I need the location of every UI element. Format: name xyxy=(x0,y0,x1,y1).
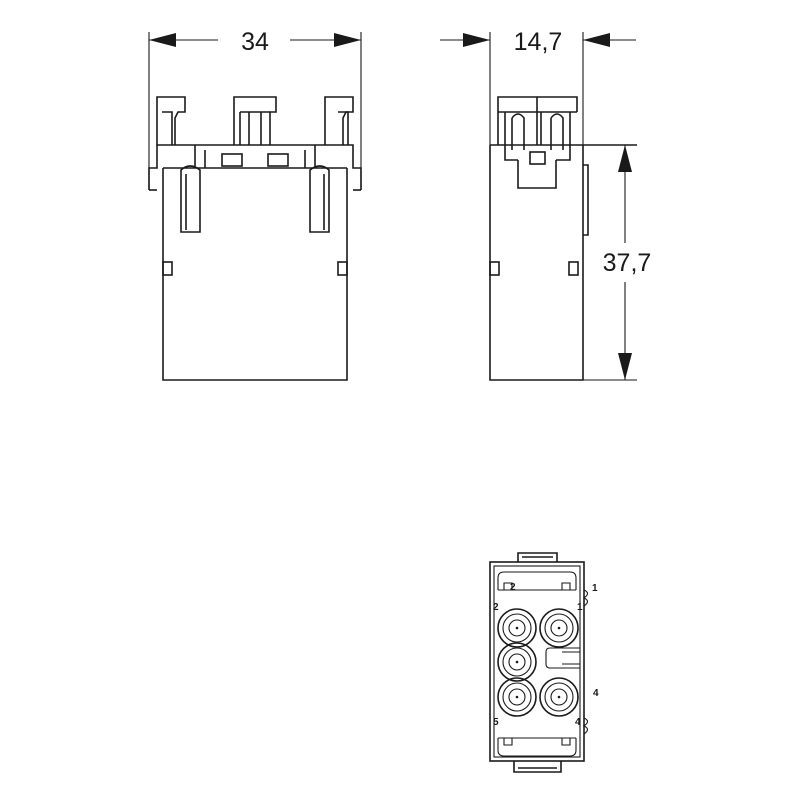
height-dimension-label: 37,7 xyxy=(603,249,652,277)
contact-top-left xyxy=(497,608,537,648)
pin-label-top-right: 1 xyxy=(592,583,598,594)
pin-label-bottom-right: 4 xyxy=(575,717,581,728)
pin-label-bottom-left: 5 xyxy=(493,717,499,728)
face-view: 2 1 2 1 4 5 4 xyxy=(489,552,599,773)
front-view: 34 xyxy=(148,28,362,381)
side-view: 14,7 37,7 xyxy=(440,28,652,381)
height-dimension-line xyxy=(618,145,632,380)
pin-label-top-left: 2 xyxy=(510,582,516,593)
contact-top-right xyxy=(539,608,579,648)
width-dimension-line xyxy=(149,33,361,47)
contact-bottom-right xyxy=(539,677,579,717)
pin-label-mid-right: 4 xyxy=(593,688,599,699)
contact-middle xyxy=(497,642,537,682)
contact-bottom-left xyxy=(497,677,537,717)
depth-dimension-label: 14,7 xyxy=(514,28,563,56)
depth-dimension-line xyxy=(440,33,636,47)
pin-label-row1-right: 1 xyxy=(577,602,583,613)
width-dimension-label: 34 xyxy=(241,28,269,56)
pin-label-row1-left: 2 xyxy=(493,602,499,613)
